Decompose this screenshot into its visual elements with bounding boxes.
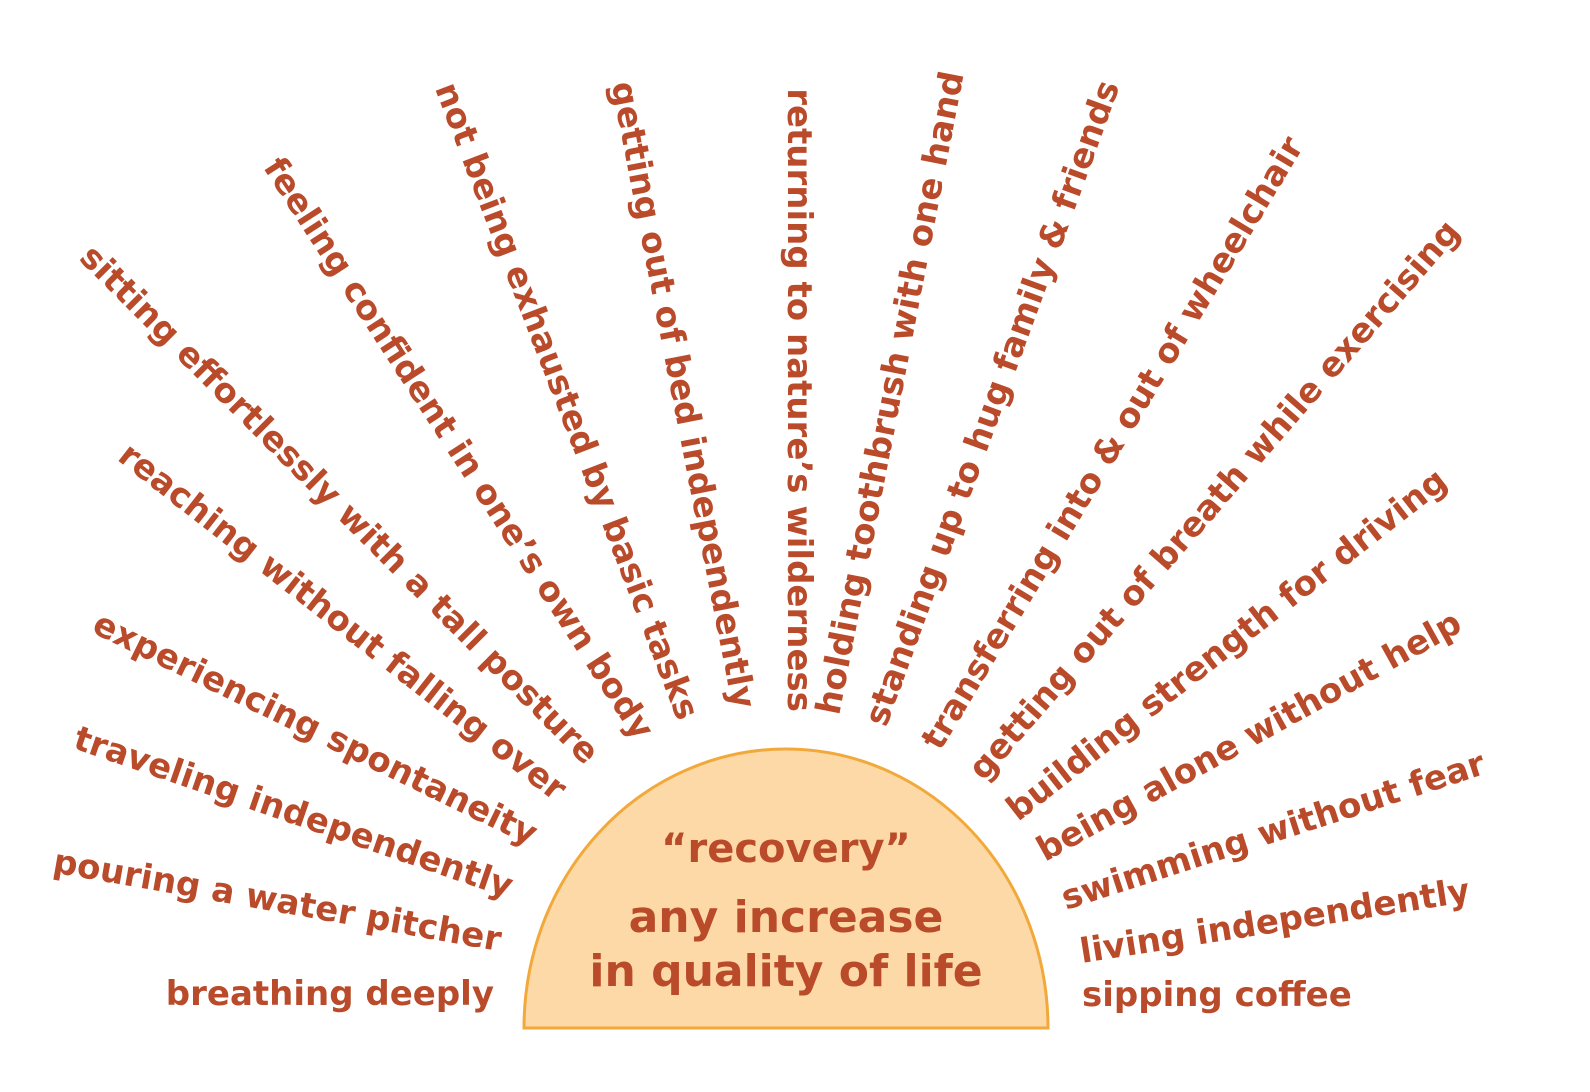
center-label-line1: any increase (629, 892, 944, 943)
ray-label-1: breathing deeply (166, 974, 494, 1014)
center-quote-recovery: “recovery” (661, 826, 911, 872)
sun-semicircle (522, 747, 1050, 1030)
ray-label-9: getting out of bed independently (602, 78, 763, 712)
ray-label-10: returning to nature’s wilderness (779, 88, 819, 712)
ray-label-11: holding toothbrush with one hand (809, 68, 973, 718)
ray-label-19: sipping coffee (1082, 975, 1352, 1015)
center-label-line2: in quality of life (589, 946, 982, 997)
